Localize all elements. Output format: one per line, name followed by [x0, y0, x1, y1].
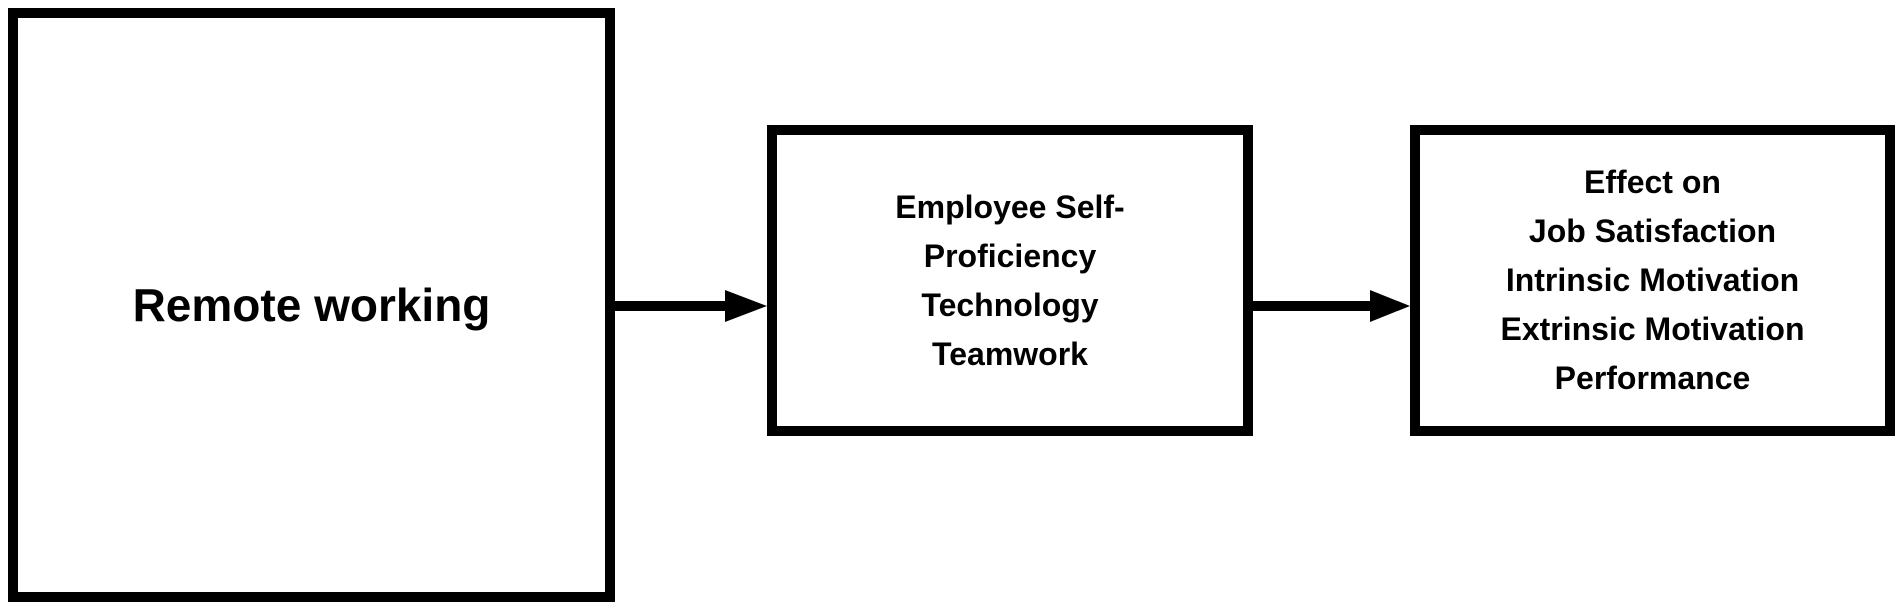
mediator-line-1: Employee Self- [895, 188, 1125, 225]
effect-line-1: Effect on [1584, 164, 1721, 200]
mediator-line-2: Proficiency [923, 237, 1097, 274]
mediator-line-4: Teamwork [932, 335, 1088, 372]
effect-line-4: Extrinsic Motivation [1500, 311, 1805, 347]
remote-working-label: Remote working [132, 279, 491, 331]
remote-working-box: Remote working [8, 8, 615, 602]
effect-line-2: Job Satisfaction [1528, 213, 1777, 249]
arrow-remote-to-mediators [615, 290, 767, 322]
effect-line-5: Performance [1554, 360, 1751, 396]
effects-box: Effect on Job Satisfaction Intrinsic Mot… [1410, 125, 1895, 436]
mediator-line-3: Technology [921, 286, 1099, 323]
mediators-box: Employee Self- Proficiency Technology Te… [767, 125, 1253, 436]
arrow-mediators-to-effects [1253, 290, 1410, 322]
effect-line-3: Intrinsic Motivation [1505, 262, 1800, 298]
